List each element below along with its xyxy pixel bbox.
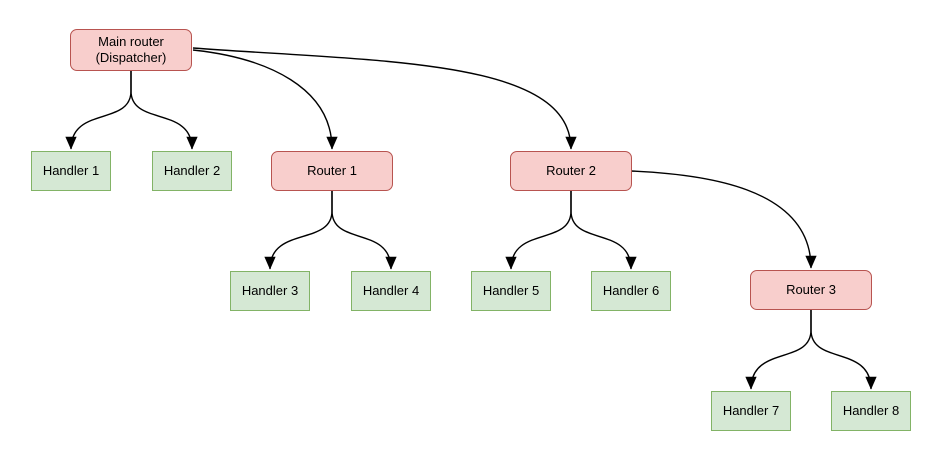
node-router-1-label: Router 1 [307,162,357,178]
node-handler-1: Handler 1 [31,151,111,191]
node-handler-4-label: Handler 4 [362,282,420,298]
edge-main-to-router1 [192,49,338,150]
node-handler-6: Handler 6 [591,271,671,311]
node-handler-2-label: Handler 2 [163,162,221,178]
edge-router3-to-handler7 [745,310,812,390]
node-handler-7-label: Handler 7 [722,402,780,418]
node-handler-8-label: Handler 8 [842,402,900,418]
node-router-2-label: Router 2 [546,162,596,178]
node-handler-6-label: Handler 6 [602,282,660,298]
node-handler-5: Handler 5 [471,271,551,311]
node-router-2: Router 2 [510,151,632,191]
node-router-1: Router 1 [271,151,393,191]
node-handler-5-label: Handler 5 [482,282,540,298]
edge-main-to-handler2 [130,71,198,150]
edge-router3-to-handler8 [810,310,877,390]
edge-router2-to-router3 [630,170,817,269]
edge-router1-to-handler3 [264,191,333,270]
node-handler-1-label: Handler 1 [42,162,100,178]
node-router-3-label: Router 3 [786,281,836,297]
edge-router2-to-handler5 [505,191,572,270]
node-handler-3: Handler 3 [230,271,310,311]
node-router-3: Router 3 [750,270,872,310]
node-handler-2: Handler 2 [152,151,232,191]
edge-router1-to-handler4 [331,191,397,270]
node-main-router-label-line2: (Dispatcher) [95,50,167,65]
node-handler-4: Handler 4 [351,271,431,311]
node-handler-7: Handler 7 [711,391,791,431]
node-handler-3-label: Handler 3 [241,282,299,298]
node-main-router: Main router (Dispatcher) [70,29,192,71]
edge-main-to-router2 [192,47,577,150]
edge-main-to-handler1 [65,71,132,150]
node-main-router-label-line1: Main router [98,33,164,49]
edge-router2-to-handler6 [570,191,637,270]
node-handler-8: Handler 8 [831,391,911,431]
